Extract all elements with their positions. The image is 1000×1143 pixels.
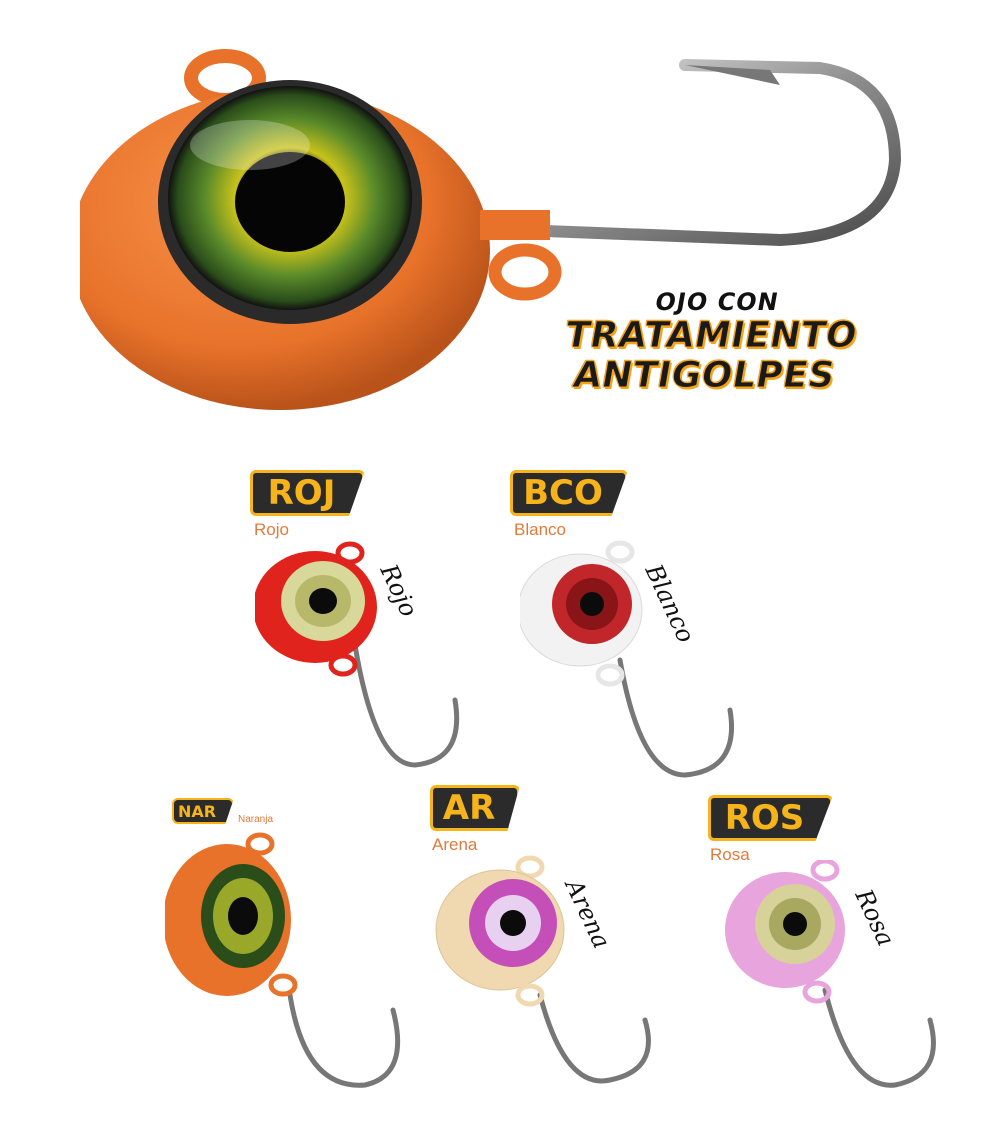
variant-name-blanco: Blanco [514,520,566,539]
headline-line3: ANTIGOLPES [570,355,839,397]
variant-code-badge-roj: ROJ [250,470,365,516]
headline: OJO CON TRATAMIENTO ANTIGOLPES [550,288,869,397]
headline-line1: OJO CON [652,288,782,316]
pink-jig-head-icon [725,860,936,1088]
variant-name-rosa: Rosa [710,845,750,864]
variant-name-rojo: Rojo [254,520,289,539]
hero-jig-head-image [80,49,902,410]
variant-code-badge-ros: ROS [708,795,833,841]
headline-line2: TRATAMIENTO [561,315,861,357]
hero-hook-icon [514,59,902,247]
orange-jig-head-icon [165,832,401,1088]
variant-code-badge-nar: NAR [172,798,234,824]
variant-name-arena: Arena [432,835,478,854]
white-jig-head-icon [520,540,734,778]
variant-code-badge-ar: AR [430,785,520,831]
variant-code-badge-bco: BCO [510,470,628,516]
variant-name-naranja: Naranja [238,814,274,825]
sand-jig-head-icon [435,855,651,1084]
red-jig-head-icon [255,541,460,768]
